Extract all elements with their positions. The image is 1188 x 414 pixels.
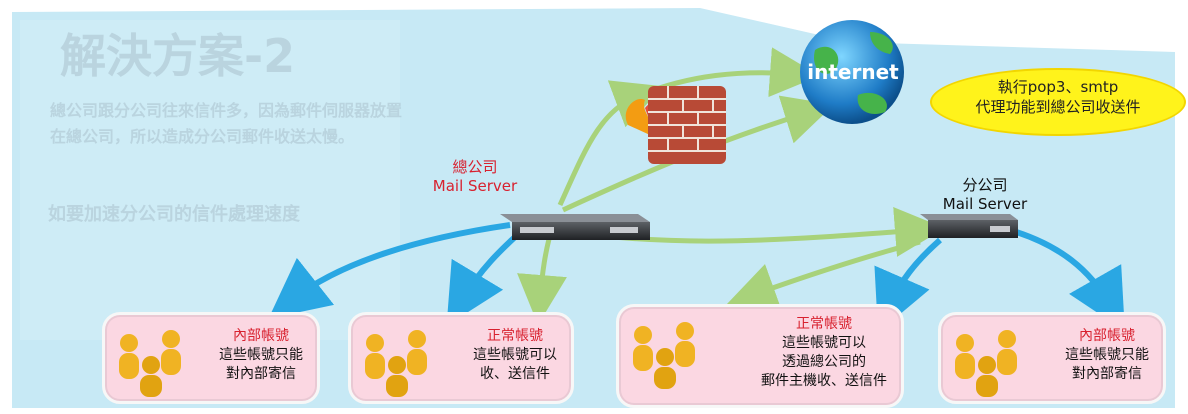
branch-server-icon <box>920 214 1018 238</box>
box-line: 透過總公司的 <box>782 353 866 370</box>
box-line: 這些帳號只能 <box>219 346 303 363</box>
account-box-internal-branch: 內部帳號 這些帳號只能 對內部寄信 <box>938 312 1166 404</box>
hq-server-name: 總公司 <box>452 158 498 176</box>
ghost-title: 解決方案-2 <box>60 29 296 83</box>
hq-server-sub: Mail Server <box>432 176 518 195</box>
ghost-paragraph: 總公司跟分公司往來信件多，因為郵件伺服器放置在總公司，所以造成分公司郵件收送太慢… <box>50 101 403 146</box>
box-title: 內部帳號 <box>1079 328 1135 344</box>
arrow-branch-to-normal <box>726 239 921 312</box>
branch-server-name: 分公司 <box>962 176 1008 194</box>
users-icon <box>633 322 695 389</box>
account-box-normal-branch: 正常帳號 這些帳號可以 透過總公司的 郵件主機收、送信件 <box>616 304 904 408</box>
account-box-normal-hq: 正常帳號 這些帳號可以 收、送信件 <box>348 312 574 404</box>
callout-line-1: 執行pop3、smtp <box>997 78 1119 96</box>
hq-server-label: 總公司 Mail Server <box>410 158 540 196</box>
callout-line-2: 代理功能到總公司收送件 <box>975 97 1141 116</box>
ghost-text-panel <box>20 20 400 340</box>
box-line: 這些帳號可以 <box>473 346 557 363</box>
box-title: 正常帳號 <box>796 316 852 332</box>
branch-server-label: 分公司 Mail Server <box>920 176 1050 214</box>
box-line: 對內部寄信 <box>1072 365 1142 382</box>
arrow-branch-to-internal-right <box>1009 227 1125 332</box>
firewall-icon <box>625 86 726 164</box>
ghost-bullet: 如要加速分公司的信件處理速度 <box>48 204 300 225</box>
box-title: 正常帳號 <box>487 328 543 344</box>
hq-server-icon <box>500 214 650 240</box>
arrow-hq-to-firewall <box>557 80 664 207</box>
box-line: 收、送信件 <box>480 365 550 382</box>
account-box-internal-hq: 內部帳號 這些帳號只能 對內部寄信 <box>102 312 320 404</box>
arrow-branch-to-normal-right <box>874 237 942 333</box>
branch-server-sub: Mail Server <box>942 194 1028 213</box>
box-title: 內部帳號 <box>233 328 289 344</box>
box-line: 郵件主機收、送信件 <box>761 372 887 389</box>
box-line: 這些帳號只能 <box>1065 346 1149 363</box>
users-icon <box>955 330 1017 397</box>
proxy-callout: 執行pop3、smtp 代理功能到總公司收送件 <box>930 68 1186 136</box>
users-icon <box>365 330 427 397</box>
users-icon <box>119 330 181 397</box>
box-line: 對內部寄信 <box>226 365 296 382</box>
box-line: 這些帳號可以 <box>782 334 866 351</box>
internet-label: internet <box>807 60 899 84</box>
internet-globe-icon <box>800 20 904 124</box>
arrow-hq-to-internal-left <box>268 222 511 319</box>
